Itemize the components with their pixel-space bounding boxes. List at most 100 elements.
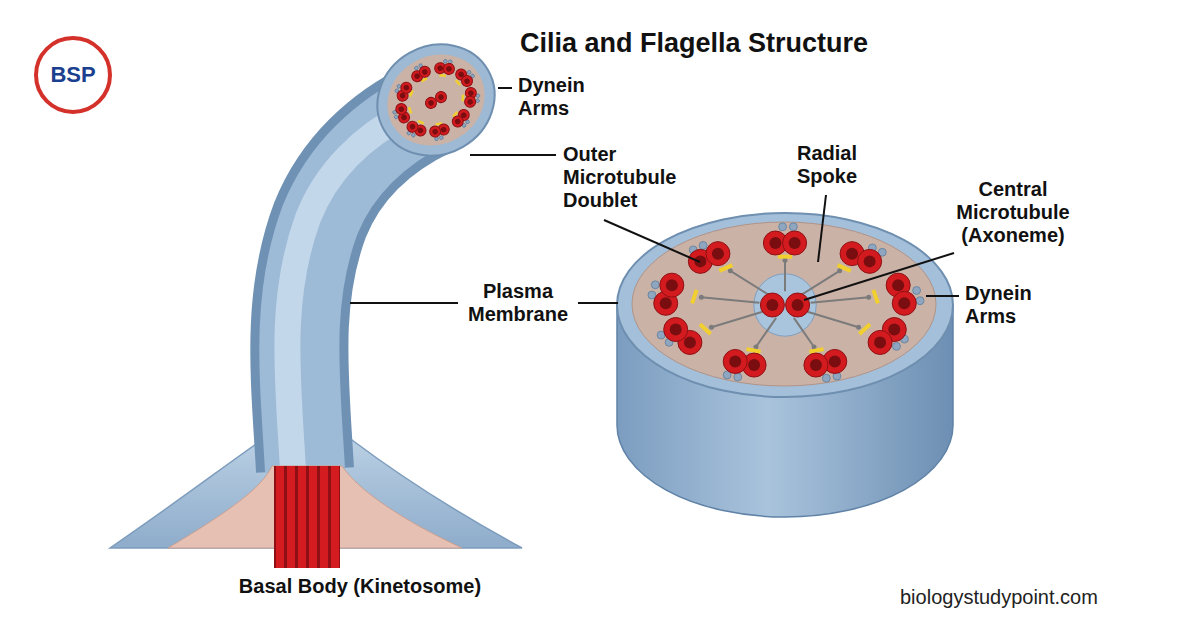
leader-line	[498, 87, 512, 89]
dynein-arm	[893, 342, 901, 350]
part-label: Dynein Arms	[965, 282, 1047, 328]
microtubule-lumen	[409, 123, 417, 131]
spoke-head	[728, 268, 733, 273]
spoke-head	[866, 295, 871, 300]
membrane-rim	[617, 213, 953, 397]
leader-line	[804, 253, 954, 300]
matrix	[632, 222, 936, 386]
spoke-head	[837, 268, 842, 273]
microtubule-lumen	[398, 105, 406, 113]
microtubule-lumen	[670, 324, 682, 336]
microtubule-lumen	[898, 297, 910, 309]
microtubule-lumen	[766, 299, 778, 311]
microtubule-lumen	[829, 355, 841, 367]
flagellum-end	[357, 23, 515, 177]
microtubule	[660, 273, 684, 297]
microtubule-lumen	[864, 255, 876, 267]
radial-spoke	[701, 297, 759, 302]
basal-body-core	[274, 466, 340, 568]
basal-body-tubule	[320, 466, 328, 568]
radial-spoke	[730, 271, 768, 295]
part-label: Outer Microtubule Doublet	[563, 143, 688, 212]
spoke-head	[709, 325, 714, 330]
part-label: Radial Spoke	[786, 142, 868, 188]
flagellum-highlight	[287, 112, 410, 470]
leader-lines	[350, 88, 959, 303]
nexin-link	[778, 255, 792, 259]
leader-line	[604, 220, 700, 262]
logo-text: BSP	[36, 62, 110, 87]
microtubule	[433, 90, 448, 105]
microtubule-lumen	[457, 71, 465, 79]
microtubule-lumen	[399, 92, 407, 100]
spoke-head	[856, 325, 861, 330]
basal-body-tubule	[298, 466, 306, 568]
microtubule-lumen	[463, 77, 471, 85]
microtubule	[723, 349, 747, 373]
radial-spoke	[807, 312, 858, 328]
membrane-rim	[357, 23, 515, 177]
microtubule	[892, 291, 916, 315]
part-label: Basal Body (Kinetosome)	[180, 575, 540, 598]
microtubule	[664, 318, 688, 342]
dynein-arm	[734, 373, 742, 381]
radial-spoke	[784, 260, 786, 291]
flagellum-shaft	[299, 108, 430, 470]
microtubule	[706, 242, 730, 266]
nexin-link	[719, 265, 732, 271]
basal-body-tubule	[276, 466, 284, 568]
nexin-link	[692, 290, 697, 304]
spoke-head	[699, 295, 704, 300]
microtubule-lumen	[431, 128, 439, 136]
microtubule-lumen	[454, 118, 462, 126]
dynein-arm	[779, 223, 787, 231]
dynein-arm	[651, 281, 659, 289]
microtubule-lumen	[846, 248, 858, 260]
dynein-arm	[699, 242, 707, 250]
leader-line	[926, 295, 959, 297]
part-label: Central Microtubule (Axoneme)	[948, 178, 1078, 247]
microtubule-lumen	[460, 111, 468, 119]
microtubule-lumen	[417, 127, 425, 135]
microtubule-lumen	[789, 237, 801, 249]
microtubule-lumen	[748, 359, 760, 371]
microtubule	[394, 102, 409, 117]
nexin-link	[746, 349, 760, 352]
microtubule-lumen	[769, 237, 781, 249]
microtubule-lumen	[437, 93, 445, 101]
nexin-link	[456, 80, 460, 86]
microtubule-lumen	[660, 297, 672, 309]
radial-spoke	[794, 318, 814, 347]
microtubule	[428, 124, 443, 139]
basal-body-tubule	[287, 466, 295, 568]
nexin-link	[408, 107, 412, 113]
microtubule-lumen	[684, 336, 696, 348]
microtubule	[399, 80, 414, 95]
leader-line	[470, 154, 556, 156]
microtubule	[463, 94, 478, 109]
dynein-arm	[414, 66, 419, 71]
microtubule-lumen	[712, 248, 724, 260]
microtubule-lumen	[792, 299, 804, 311]
microtubule-lumen	[421, 68, 429, 76]
basal-body-tubule	[331, 466, 339, 568]
microtubule-lumen	[440, 126, 448, 134]
radial-spoke	[811, 297, 869, 302]
microtubule	[441, 61, 456, 76]
dynein-arm	[394, 115, 399, 120]
microtubule-lumen	[467, 89, 475, 97]
radial-spoke	[711, 312, 762, 328]
radial-spoke	[756, 318, 776, 347]
microtubule-lumen	[403, 84, 411, 92]
microtubule	[786, 293, 810, 317]
diagram-title: Cilia and Flagella Structure	[520, 28, 868, 59]
microtubule-lumen	[427, 99, 435, 107]
part-label: Plasma Membrane	[458, 280, 578, 326]
part-label: Dynein Arms	[518, 74, 600, 120]
dynein-arm	[443, 59, 448, 64]
cross-section	[648, 223, 924, 382]
nexin-link	[809, 349, 823, 352]
leader-line	[350, 302, 458, 304]
nexin-link	[873, 290, 878, 304]
